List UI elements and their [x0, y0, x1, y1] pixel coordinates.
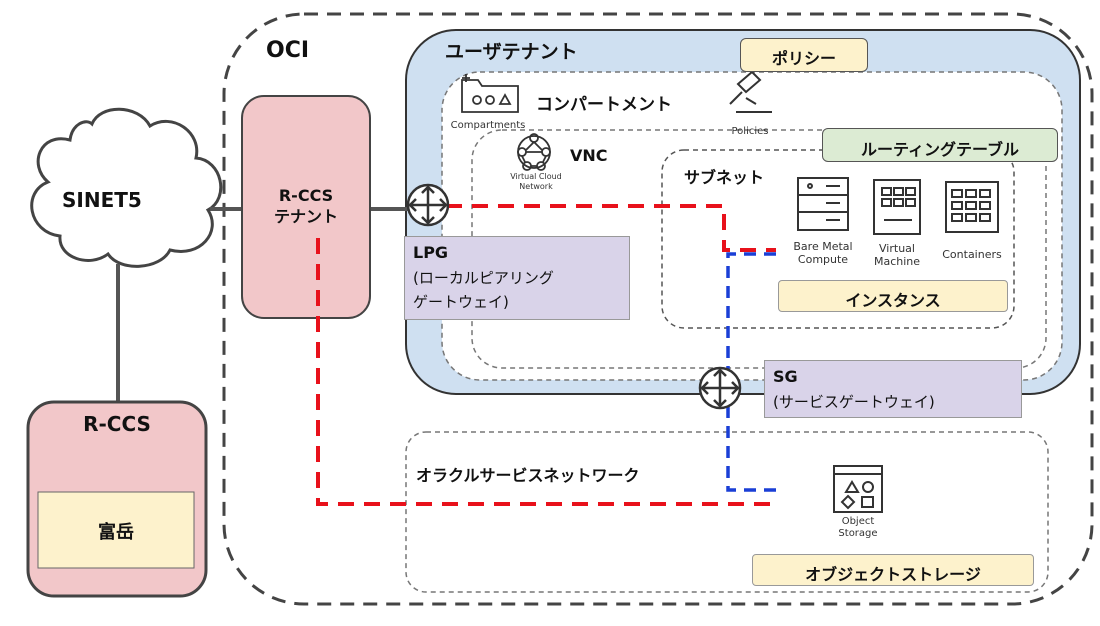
instances-label: インスタンス — [845, 291, 941, 310]
rccs-tenant-label: R-CCS テナント — [260, 186, 352, 228]
routing-table-label: ルーティングテーブル — [860, 140, 1020, 159]
fugaku-label: 富岳 — [98, 522, 134, 543]
vnc-caption: Virtual Cloud Network — [504, 172, 568, 191]
instances-box: インスタンス — [778, 280, 1008, 312]
oci-boundary — [222, 12, 1094, 606]
object-storage-caption: Object Storage — [820, 516, 896, 540]
subnet-label: サブネット — [684, 168, 765, 187]
sinet-label: SINET5 — [62, 188, 142, 212]
routing-table-callout: ルーティングテーブル — [822, 128, 1058, 162]
vm-icon — [873, 179, 921, 235]
rccs-tenant-box — [241, 95, 371, 319]
lpg-router-icon — [406, 183, 450, 227]
bare-metal-caption-1: Bare Metal — [793, 240, 853, 253]
user-tenant-label: ユーザテナント — [445, 41, 578, 63]
storage-icon — [833, 465, 883, 513]
sg-box: SG (サービスゲートウェイ) — [764, 360, 1022, 418]
network-icon — [517, 133, 551, 171]
policy-label: ポリシー — [771, 49, 836, 68]
compartments-caption: Compartments — [450, 120, 526, 131]
red-path-lpg — [446, 204, 776, 252]
sg-router-icon — [698, 366, 742, 410]
containers-caption: Containers — [942, 248, 1002, 261]
oracle-network-label: オラクルサービスネットワーク — [416, 466, 640, 485]
bare-metal-icon — [797, 177, 849, 231]
vm-caption-2: Machine — [873, 255, 921, 269]
rccs-tenant-line2: テナント — [273, 206, 338, 226]
object-storage-caption-2: Storage — [838, 528, 878, 539]
red-path-storage — [316, 238, 776, 506]
oci-label: OCI — [266, 38, 310, 63]
object-storage-label: オブジェクトストレージ — [805, 565, 981, 584]
sinet-cloud — [30, 107, 223, 268]
vm-caption-1: Virtual — [879, 242, 915, 255]
lpg-line2: (ローカルピアリング — [413, 269, 554, 287]
sg-title: SG — [773, 367, 798, 386]
lpg-box: LPG (ローカルピアリング ゲートウェイ) — [404, 236, 630, 320]
compartment-label: コンパートメント — [536, 95, 672, 115]
policies-caption: Policies — [731, 126, 769, 137]
rccs-tenant-line1: R-CCS — [278, 186, 334, 205]
containers-icon — [945, 181, 999, 233]
sg-line2: (サービスゲートウェイ) — [773, 393, 935, 411]
bare-metal-caption-2: Compute — [797, 253, 849, 267]
vm-caption: Virtual Machine — [866, 242, 928, 268]
folder-icon — [461, 74, 519, 113]
gavel-icon — [729, 70, 772, 113]
vnc-caption-1: Virtual Cloud — [510, 172, 562, 181]
object-storage-caption-1: Object — [841, 516, 875, 527]
object-storage-box: オブジェクトストレージ — [752, 554, 1034, 586]
lpg-line3: ゲートウェイ) — [413, 293, 509, 311]
vnc-label: VNC — [570, 146, 608, 165]
vnc-caption-2: Network — [519, 181, 553, 191]
lpg-title: LPG — [413, 243, 449, 262]
bare-metal-caption: Bare Metal Compute — [788, 240, 858, 266]
rccs-label: R-CCS — [83, 412, 151, 436]
fugaku-box — [37, 491, 195, 569]
policy-callout: ポリシー — [740, 38, 868, 72]
